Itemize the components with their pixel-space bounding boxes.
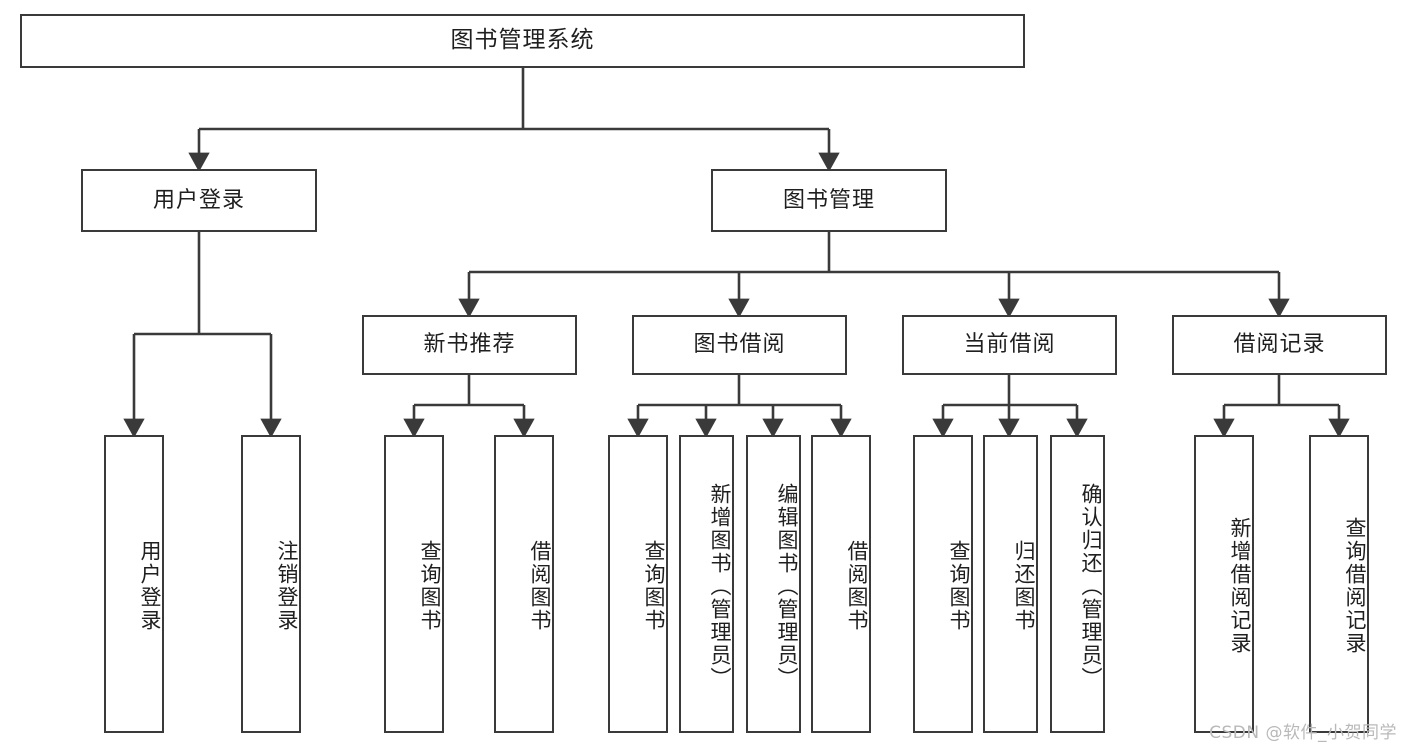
node-leaf-query-book-recommend[interactable]: 查询图书 (384, 435, 444, 733)
node-book-borrow[interactable]: 图书借阅 (632, 315, 847, 375)
node-leaf-edit-book-admin[interactable]: 编辑图书（管理员） (746, 435, 801, 733)
node-label: 新增图书（管理员） (708, 482, 732, 690)
node-current-borrow[interactable]: 当前借阅 (902, 315, 1117, 375)
node-label: 注销登录 (275, 540, 299, 632)
node-label: 查询图书 (947, 540, 971, 632)
node-root-book-management-system[interactable]: 图书管理系统 (20, 14, 1025, 68)
node-label: 借阅记录 (1233, 332, 1326, 358)
node-new-book-recommend[interactable]: 新书推荐 (362, 315, 577, 375)
node-label: 确认归还（管理员） (1079, 482, 1103, 690)
node-book-manage[interactable]: 图书管理 (711, 169, 947, 232)
node-leaf-logout[interactable]: 注销登录 (241, 435, 301, 733)
node-label: 图书管理系统 (450, 27, 595, 54)
node-label: 图书管理 (782, 187, 875, 213)
node-leaf-add-borrow-record[interactable]: 新增借阅记录 (1194, 435, 1254, 733)
node-label: 编辑图书（管理员） (775, 482, 799, 690)
node-leaf-query-book-borrow[interactable]: 查询图书 (608, 435, 668, 733)
node-leaf-query-book-current[interactable]: 查询图书 (913, 435, 973, 733)
node-label: 查询图书 (418, 540, 442, 632)
node-label: 借阅图书 (845, 540, 869, 632)
node-leaf-borrow-book-recommend[interactable]: 借阅图书 (494, 435, 554, 733)
node-label: 新书推荐 (423, 332, 516, 358)
node-label: 查询图书 (642, 540, 666, 632)
node-leaf-query-borrow-record[interactable]: 查询借阅记录 (1309, 435, 1369, 733)
node-leaf-user-login[interactable]: 用户登录 (104, 435, 164, 733)
node-label: 图书借阅 (693, 332, 786, 358)
node-label: 新增借阅记录 (1228, 517, 1252, 655)
node-leaf-add-book-admin[interactable]: 新增图书（管理员） (679, 435, 734, 733)
node-leaf-borrow-book[interactable]: 借阅图书 (811, 435, 871, 733)
node-borrow-record[interactable]: 借阅记录 (1172, 315, 1387, 375)
node-label: 归还图书 (1012, 540, 1036, 632)
node-label: 查询借阅记录 (1343, 517, 1367, 655)
node-user-login[interactable]: 用户登录 (81, 169, 317, 232)
node-label: 当前借阅 (963, 332, 1056, 358)
node-label: 用户登录 (152, 187, 245, 213)
csdn-watermark: CSDN @软件_小贺同学 (1209, 723, 1397, 743)
node-leaf-confirm-return-admin[interactable]: 确认归还（管理员） (1050, 435, 1105, 733)
node-leaf-return-book[interactable]: 归还图书 (983, 435, 1038, 733)
node-label: 借阅图书 (528, 540, 552, 632)
node-label: 用户登录 (138, 540, 162, 632)
